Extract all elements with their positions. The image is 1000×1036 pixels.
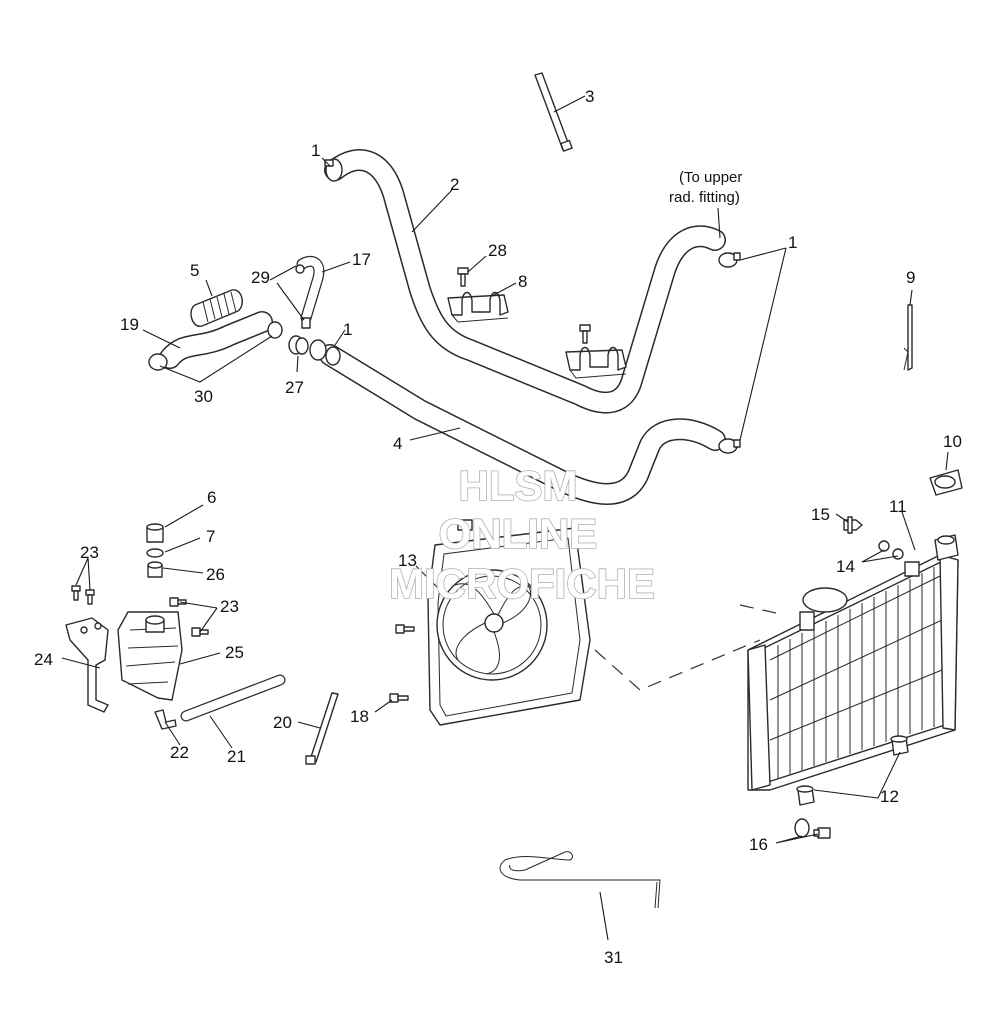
switch-part-16 [813,827,831,839]
callout-13: 13 [398,551,417,570]
leader-lines [61,95,949,941]
hose-clamp-part-30-right [267,321,283,339]
hose-clamp-part-30-left [148,353,168,371]
screw-part-28-lower [579,324,591,344]
watermark: HLSM ONLINE MICROFICHE [388,461,656,608]
callout-26: 26 [206,565,225,584]
callout-1-middle: 1 [343,320,352,339]
callout-21: 21 [227,747,246,766]
fitting-part-27 [288,335,309,355]
cap-part-6 [146,523,164,543]
callout-23-right: 23 [220,597,239,616]
callout-3: 3 [585,87,594,106]
screw-part-18-upper [395,624,415,634]
protective-sleeve-part-5 [190,289,243,327]
screw-part-23-left [71,585,81,601]
callout-2: 2 [450,175,459,194]
callout-5: 5 [190,261,199,280]
screw-part-28 [457,267,469,287]
hose-clamp-part-29-bottom [301,317,311,329]
callout-19: 19 [120,315,139,334]
callout-6: 6 [207,488,216,507]
hose-part-19 [159,311,273,369]
assembly-line-shroud-radiator-2 [739,604,786,616]
screw-part-15 [843,516,863,534]
hose-clamp-part-1-upper-right [718,252,741,268]
callout-11: 11 [889,497,907,516]
elbow-fitting-part-22 [154,709,177,730]
watermark-line-1: HLSM [459,462,578,509]
callout-22: 22 [170,743,189,762]
callout-16: 16 [749,835,768,854]
hose-clamp-part-1-middle [309,339,341,366]
hose-clamp-part-1-lower-right [718,438,741,454]
callout-1-top: 1 [311,141,320,160]
callout-17: 17 [352,250,371,269]
callout-18: 18 [350,707,369,726]
bracket-part-8-upper [447,291,509,323]
watermark-line-2: ONLINE [439,510,598,557]
hose-part-2 [324,149,726,414]
screw-part-23-right [85,589,95,605]
fan-shroud-part-13 [427,519,591,726]
callout-20: 20 [273,713,292,732]
assembly-line-shroud-radiator [594,639,761,691]
hose-clamp-part-1-top [324,158,343,182]
callout-labels: 1 2 3 1 28 8 17 29 5 1 19 30 27 4 9 10 1… [34,87,962,967]
cable-tie-part-3 [534,72,573,152]
callout-8: 8 [518,272,527,291]
callout-12: 12 [880,787,899,806]
reservoir-bottle-part-25 [117,611,183,701]
bracket-part-8-lower [565,346,627,379]
pin-part-9 [903,304,913,371]
callout-7: 7 [206,527,215,546]
bracket-part-24 [65,617,109,713]
cable-tie-part-20 [305,692,339,765]
neck-part-26 [147,561,163,578]
nut-part-14 [878,540,904,560]
callout-28: 28 [488,241,507,260]
overflow-hose-part-21 [180,674,286,722]
callout-9: 9 [906,268,915,287]
hose-clamp-part-29-top [295,264,305,274]
callout-31: 31 [604,948,623,967]
note-line-1: (To upper [679,169,742,186]
gasket-part-7 [146,548,164,558]
callout-24: 24 [34,650,53,669]
callout-30: 30 [194,387,213,406]
callout-1-right: 1 [788,233,797,252]
grommet-part-12-upper [890,735,909,756]
callout-10: 10 [943,432,962,451]
callout-15: 15 [811,505,830,524]
grommet-part-12-lower [796,785,815,806]
callout-27: 27 [285,378,304,397]
radiator-cap-part-10 [929,469,963,561]
seal-part-16 [794,818,810,838]
callout-23-left: 23 [80,543,99,562]
note-line-2: rad. fitting) [669,189,740,206]
callout-14: 14 [836,557,855,576]
callout-4: 4 [393,434,402,453]
callout-29: 29 [251,268,270,287]
screw-part-18-lower [389,693,409,703]
watermark-line-3: MICROFICHE [389,560,655,607]
callout-25: 25 [225,643,244,662]
small-hose-part-17 [296,255,325,324]
screw-part-23-upper [169,597,187,607]
hose-part-4 [319,344,726,505]
radiator-part-11 [747,554,959,791]
rod-part-31 [499,851,661,909]
